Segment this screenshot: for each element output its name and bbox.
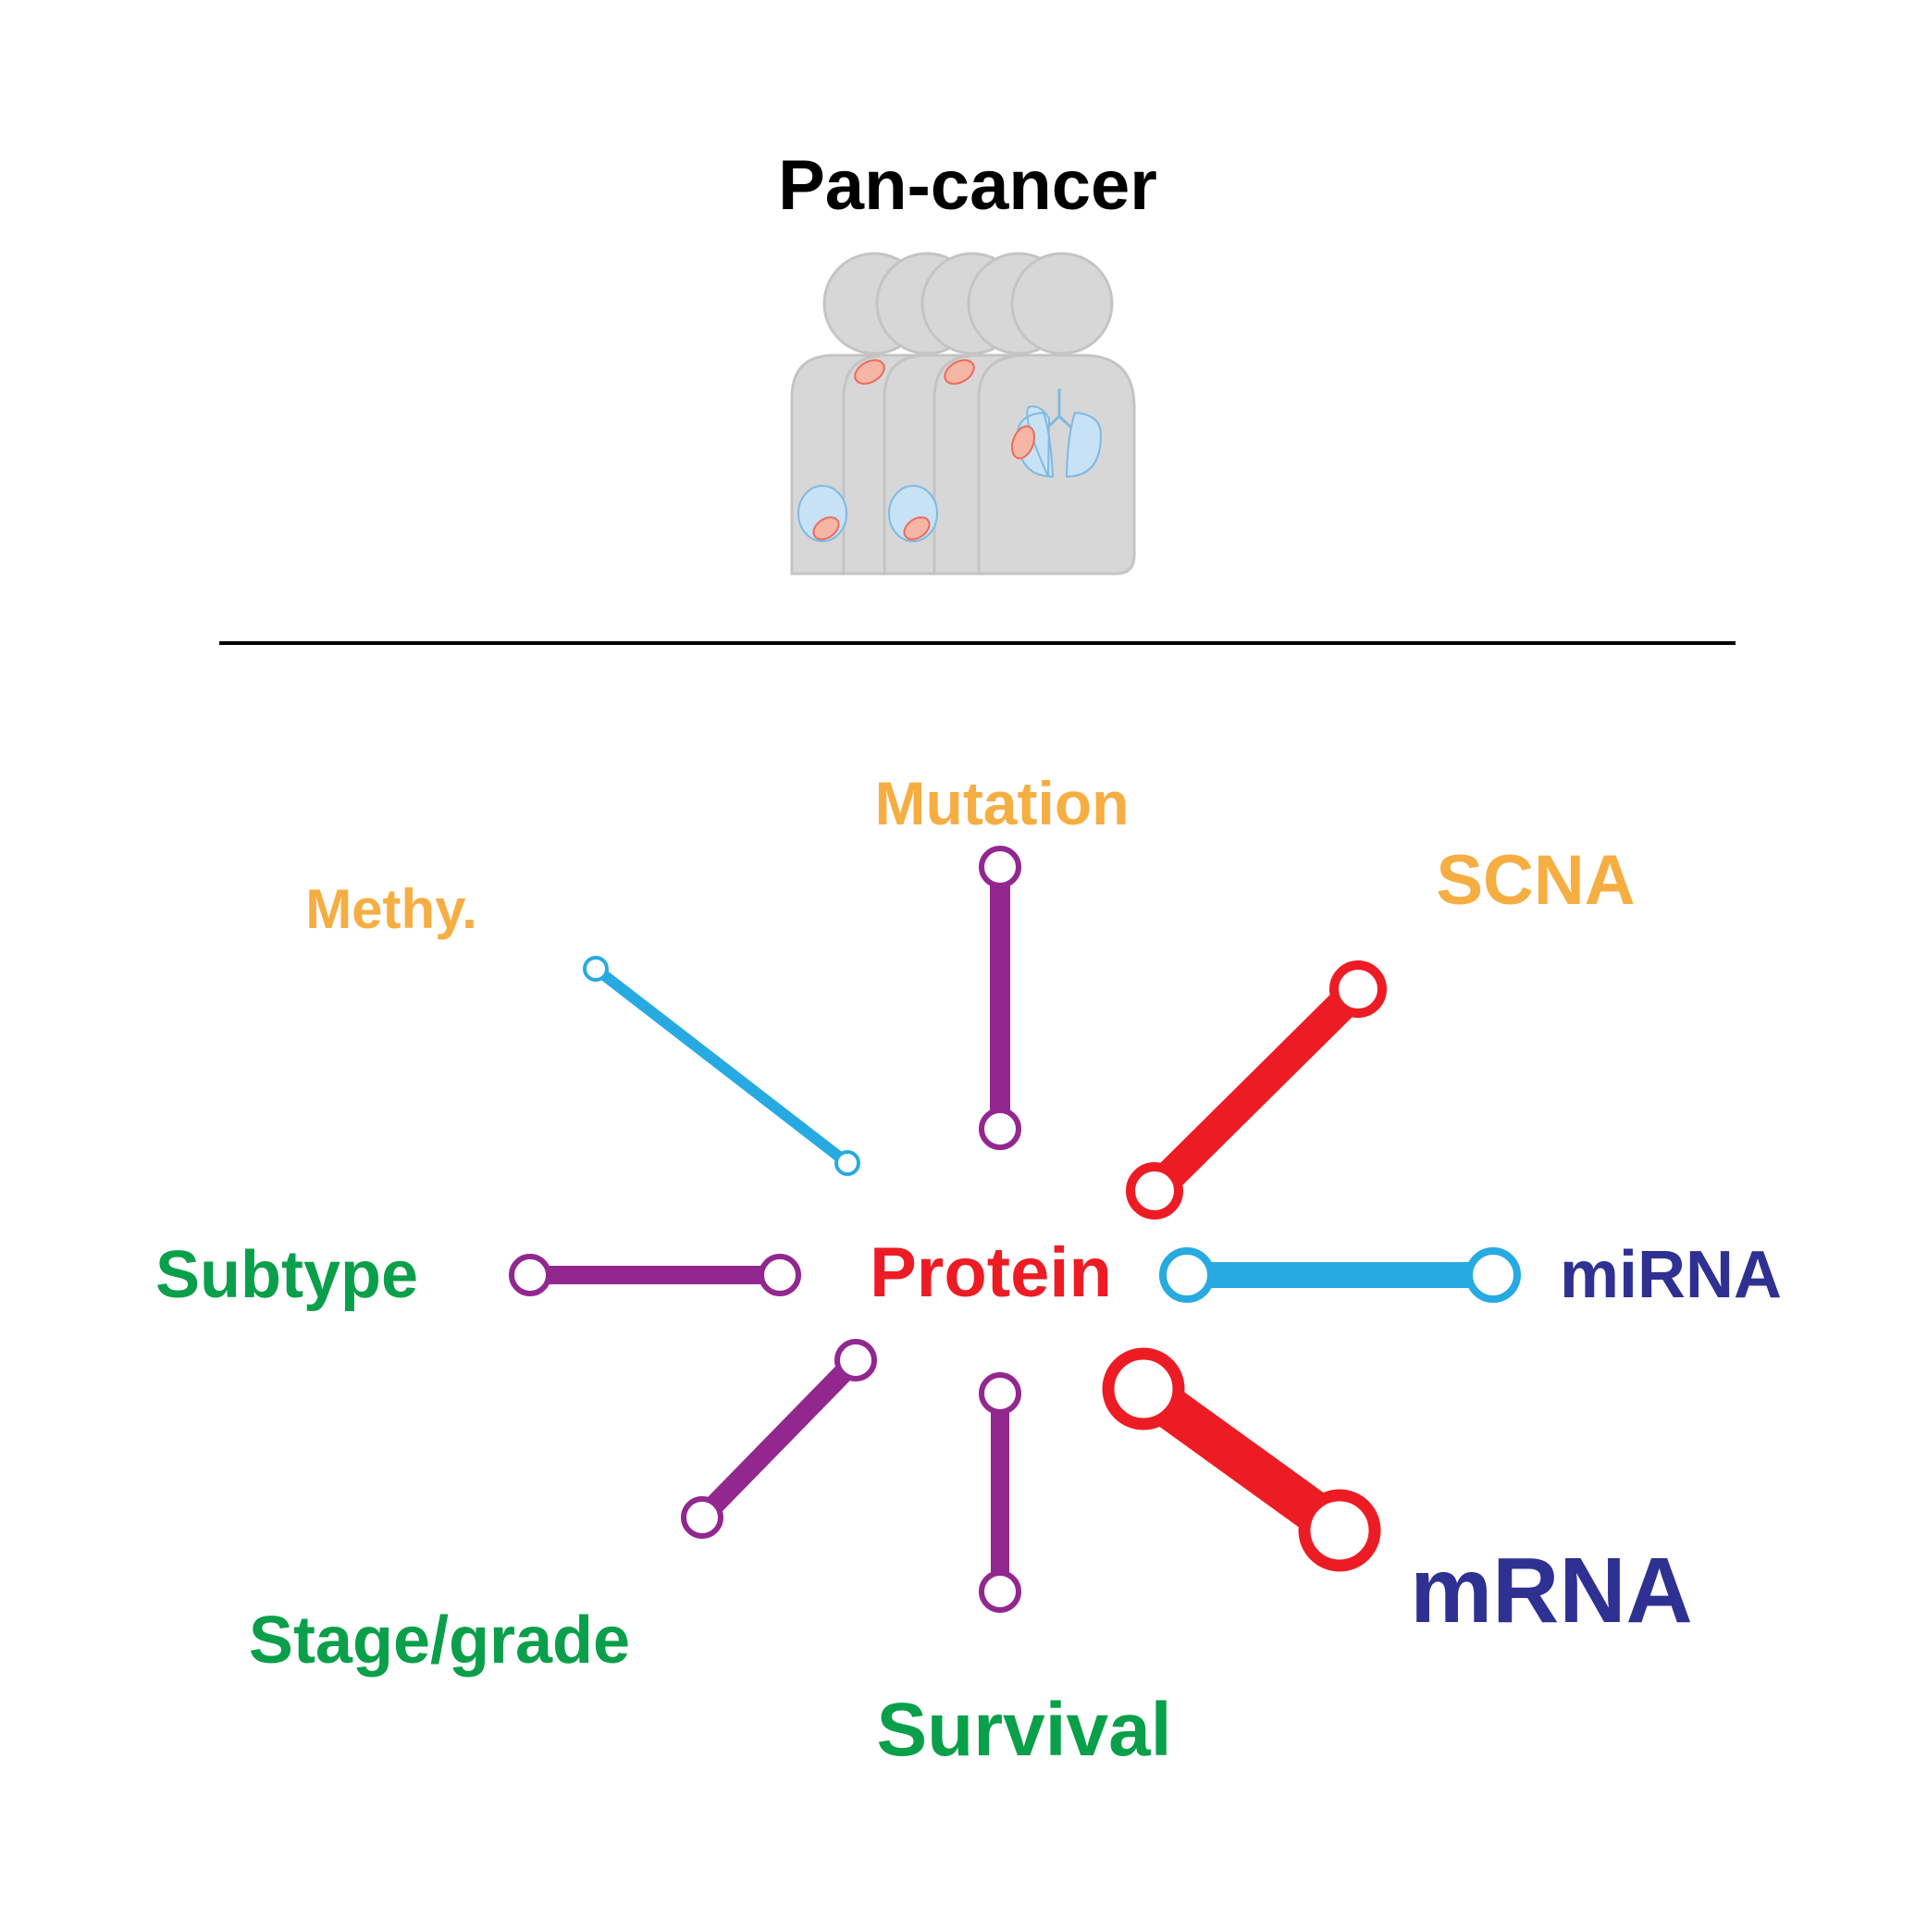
- center-label-protein: Protein: [870, 1233, 1112, 1312]
- patients-icon: [790, 252, 1136, 576]
- label-stage-grade: Stage/grade: [249, 1604, 630, 1678]
- tumor-icon: [944, 359, 975, 385]
- label-mutation: Mutation: [875, 769, 1130, 837]
- links-layer: [509, 846, 1521, 1613]
- link-node-start: [1159, 1247, 1215, 1303]
- link-survival: [979, 1372, 1021, 1613]
- link-node-start: [979, 846, 1021, 888]
- link-node-start: [583, 956, 609, 982]
- link-mrna: [1102, 1347, 1381, 1572]
- link-node-end: [1298, 1489, 1381, 1572]
- link-node-end: [1465, 1247, 1521, 1303]
- lung-icon: [1065, 411, 1103, 478]
- person-silhouette-icon: [977, 353, 1136, 576]
- link-node-start: [1102, 1347, 1185, 1430]
- organs-group: [797, 359, 1103, 542]
- link-node-end: [759, 1254, 801, 1296]
- tumor-icon: [1010, 425, 1036, 460]
- lung-icon: [1016, 405, 1055, 478]
- label-mirna: miRNA: [1560, 1238, 1782, 1312]
- label-subtype: Subtype: [155, 1238, 418, 1312]
- label-scna: SCNA: [1436, 841, 1635, 920]
- link-node-end: [979, 1570, 1021, 1613]
- label-survival: Survival: [876, 1688, 1171, 1772]
- tumor-icon: [854, 359, 885, 385]
- person-silhouette-icon: [1010, 252, 1114, 355]
- link-scna: [1126, 960, 1387, 1220]
- label-methy: Methy.: [305, 878, 477, 940]
- link-node-start: [834, 1339, 877, 1381]
- link-line: [1143, 977, 1369, 1203]
- link-node-start: [979, 1372, 1021, 1415]
- link-mutation: [979, 846, 1021, 1150]
- trachea-icon: [1045, 389, 1073, 429]
- link-methy: [583, 956, 860, 1176]
- link-line: [695, 1353, 863, 1525]
- link-mirna: [1159, 1247, 1521, 1303]
- link-node-end: [979, 1108, 1021, 1150]
- tumor-icon: [812, 516, 840, 540]
- link-subtype: [509, 1254, 801, 1296]
- diagram-title: Pan-cancer: [778, 146, 1157, 225]
- link-node-end: [1329, 960, 1387, 1018]
- tumor-icon: [903, 516, 931, 540]
- link-node-end: [834, 1150, 860, 1176]
- link-stage-grade: [681, 1339, 877, 1539]
- link-node-start: [509, 1254, 551, 1296]
- link-node-end: [681, 1496, 723, 1539]
- link-line: [592, 964, 851, 1168]
- label-mrna: mRNA: [1410, 1539, 1693, 1642]
- link-node-start: [1126, 1162, 1183, 1220]
